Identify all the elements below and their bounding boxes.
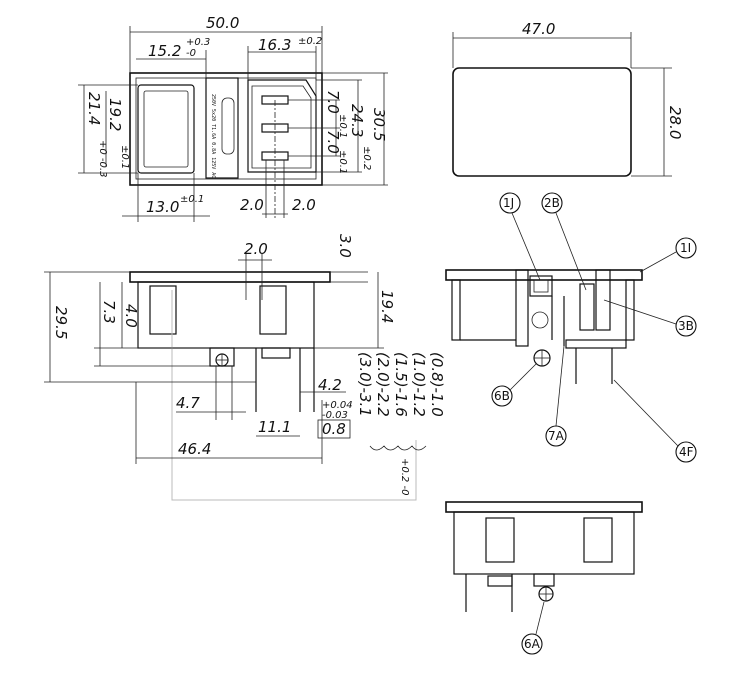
front-body-outline xyxy=(129,72,323,186)
dim-7-3: 7.3 xyxy=(100,300,118,324)
panel-thickness-1: (0.8)-1.0 xyxy=(428,352,446,417)
fuse-drawer xyxy=(205,77,239,179)
dim-inlet-width: 16.3 xyxy=(258,36,291,54)
callout-2b xyxy=(541,192,563,214)
reference-line xyxy=(171,290,417,501)
dim-inlet-width-tol: ±0.2 xyxy=(298,36,322,47)
dim-switch-width: 13.0 xyxy=(146,198,179,216)
panel-thickness-3: (1.5)-1.6 xyxy=(392,352,410,417)
bottom-side-view: 6A xyxy=(445,501,643,655)
dim-inlet-height-tol: ±0.2 xyxy=(361,146,372,170)
dim-11-1: 11.1 xyxy=(258,418,291,436)
section-contact-b xyxy=(595,269,611,331)
side-flange xyxy=(129,271,331,283)
callout-6b-label: 6B xyxy=(494,389,510,403)
side-window-right xyxy=(259,285,287,335)
callout-4f xyxy=(675,441,697,463)
dim-switch-width-tol: ±0.1 xyxy=(180,194,204,205)
panel-thickness-5: (3.0)-3.1 xyxy=(356,352,374,417)
callout-1j xyxy=(499,192,521,214)
panel-thickness-tol: +0.2 -0 xyxy=(399,458,410,495)
dim-overall-height: 30.5 xyxy=(370,108,388,141)
dim-pin-gap-left: 2.0 xyxy=(240,196,264,214)
panel-thickness-4: (2.0)-2.2 xyxy=(374,352,392,417)
dim-pin-thickness: 2.0 xyxy=(244,240,268,258)
dim-inlet-height: 24.3 xyxy=(348,104,366,137)
callout-1j-label: 1J xyxy=(503,196,514,210)
panel-brace xyxy=(369,445,427,451)
dim-switch-offset-tol-minus: -0 xyxy=(186,48,196,59)
dim-height-21-4-tol: +0 -0.3 xyxy=(97,140,108,177)
dim-cutout-width: 47.0 xyxy=(522,20,555,38)
section-wall xyxy=(515,269,529,347)
side-view: 2.0 3.0 19.4 29.5 7.3 4.0 4.2 4.7 11.1 0… xyxy=(44,234,446,501)
dim-depth-29-5: 29.5 xyxy=(52,306,70,339)
side-window-left xyxy=(149,285,177,335)
dim-switch-offset: 15.2 xyxy=(148,42,181,60)
front-view: 250V 5x20 T1.6A 0.8A 125V AC 50.0 15.2 +… xyxy=(78,14,388,222)
side-body xyxy=(137,281,315,349)
cutout-rectangle xyxy=(452,67,632,177)
dim-4-2: 4.2 xyxy=(318,376,342,394)
dim-0-8: 0.8 xyxy=(322,420,346,438)
section-view: 1J 2B 1I 3B 6B 7A 4F xyxy=(445,192,697,463)
dim-46-4: 46.4 xyxy=(178,440,211,458)
bottom-body xyxy=(453,511,635,575)
bottom-window-right xyxy=(583,517,613,563)
dim-pin-spacing-b: 7.0 xyxy=(324,130,342,154)
dim-4-0: 4.0 xyxy=(122,304,140,328)
callout-7a-label: 7A xyxy=(548,429,565,443)
dim-pin-gap-right: 2.0 xyxy=(292,196,316,214)
dim-tol-minus: -0.03 xyxy=(322,410,348,421)
rocker-switch-inner xyxy=(143,90,189,168)
dim-tol-plus: +0.04 xyxy=(322,400,353,411)
dim-height-21-4: 21.4 xyxy=(85,92,103,125)
section-contact-a xyxy=(579,283,595,331)
panel-cutout-view: 47.0 28.0 xyxy=(452,20,684,177)
bottom-flange xyxy=(445,501,643,513)
dim-height-19-2-tol: ±0.1 xyxy=(119,145,130,169)
callout-6b xyxy=(491,385,513,407)
dim-pin-spacing-a-tol: ±0.1 xyxy=(337,114,348,138)
section-clip xyxy=(529,275,553,297)
dim-4-7: 4.7 xyxy=(176,394,200,412)
dim-overall-width: 50.0 xyxy=(206,14,239,32)
section-flange xyxy=(445,269,643,281)
callout-2b-label: 2B xyxy=(544,196,560,210)
callout-3b xyxy=(675,315,697,337)
dim-height-19-2: 19.2 xyxy=(106,98,124,131)
callout-4f-label: 4F xyxy=(679,445,694,459)
dim-flange: 3.0 xyxy=(336,234,354,258)
dim-pin-spacing-a: 7.0 xyxy=(324,90,342,114)
rocker-switch xyxy=(137,84,195,174)
fuse-text: 250V 5x20 T1.6A 0.8A 125V AC xyxy=(210,94,216,178)
fuse-cap xyxy=(221,97,235,155)
dim-depth-19-4: 19.4 xyxy=(378,290,396,323)
dim-switch-offset-tol-plus: +0.3 xyxy=(186,37,210,48)
inlet-inner xyxy=(251,85,312,169)
dim-cutout-height: 28.0 xyxy=(666,106,684,139)
dim-pin-spacing-b-tol: ±0.1 xyxy=(337,150,348,174)
panel-thickness-2: (1.0)-1.2 xyxy=(410,352,428,417)
callout-6a-label: 6A xyxy=(524,637,541,651)
callout-6a xyxy=(521,633,543,655)
callout-3b-label: 3B xyxy=(678,319,694,333)
inlet-outline xyxy=(247,79,317,173)
bottom-window-left xyxy=(485,517,515,563)
callout-1i xyxy=(675,237,697,259)
callout-1i-label: 1I xyxy=(680,241,691,255)
